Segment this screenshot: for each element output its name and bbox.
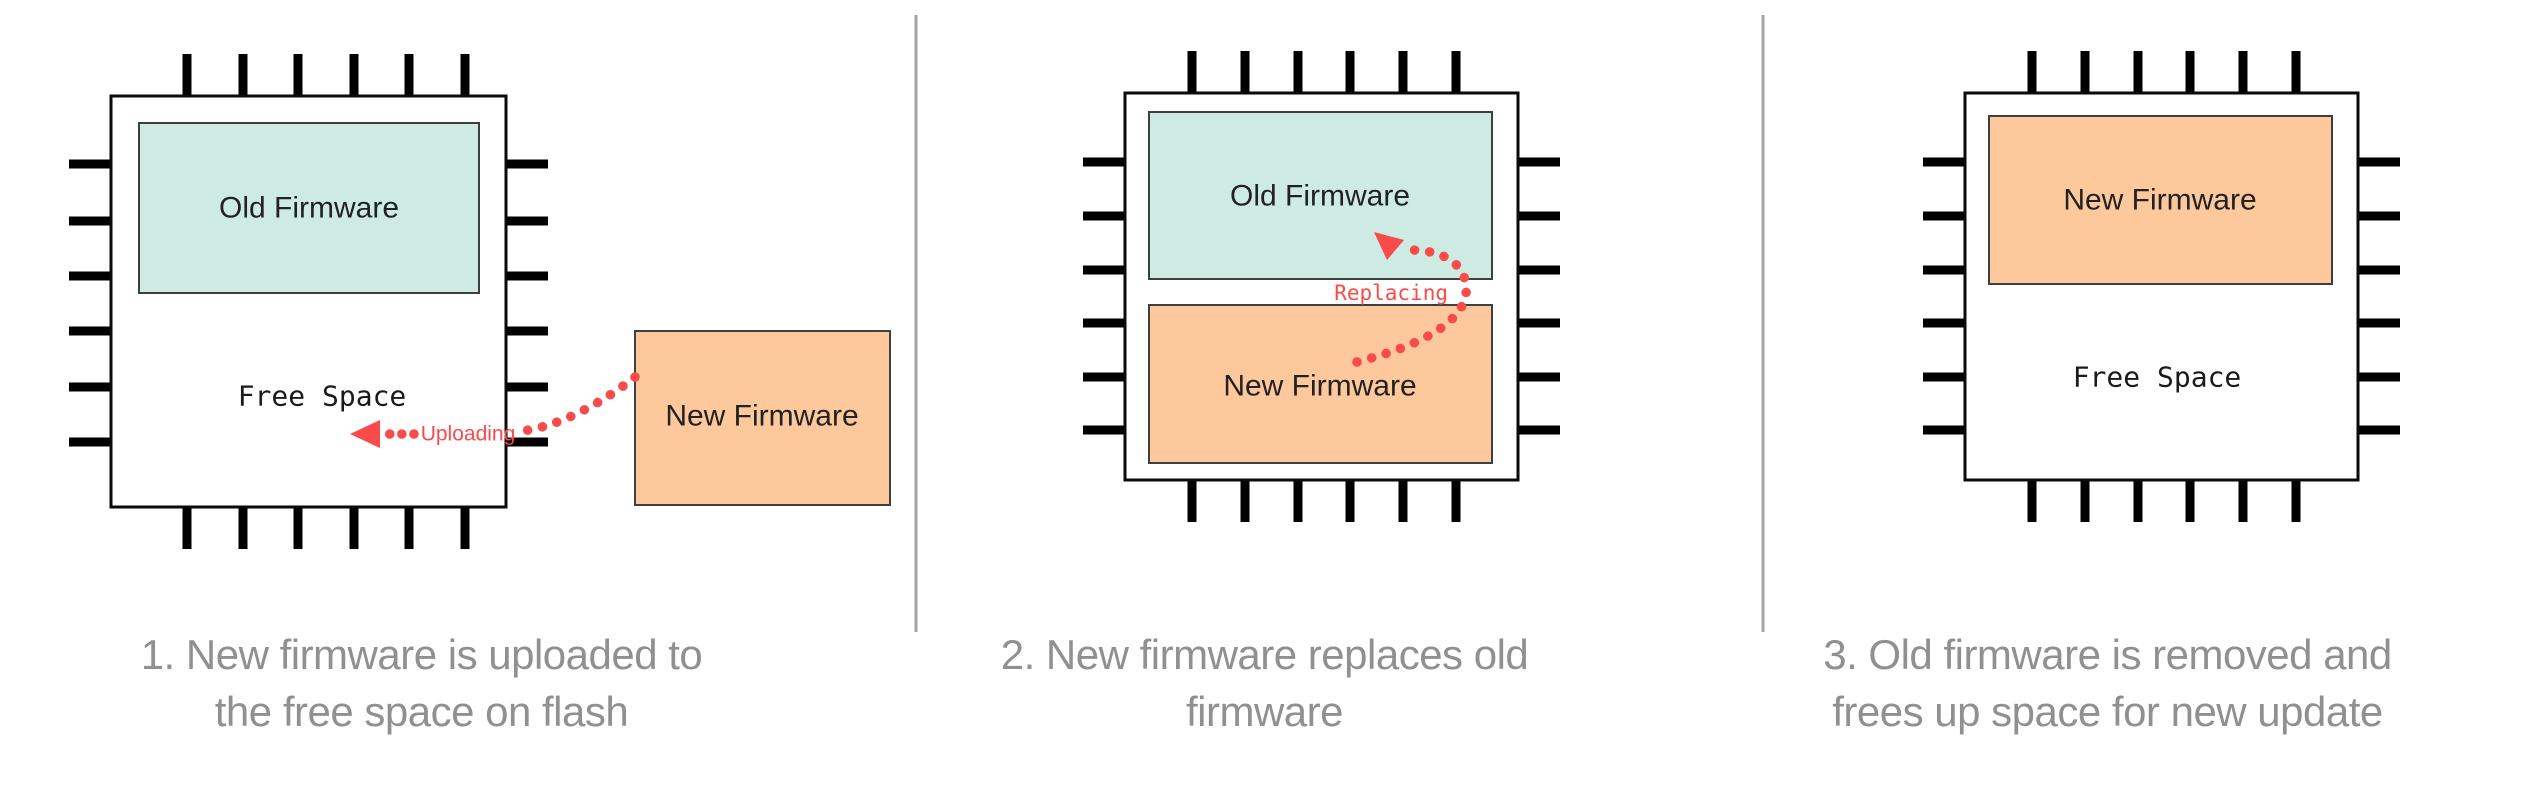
chip-3-new-firmware-block [1988, 115, 2333, 285]
caption-step-1-line-1: 1. New firmware is uploaded to [140, 631, 703, 678]
chip-1-old-firmware-label: Old Firmware [219, 192, 399, 225]
chip-3-free-space-label: Free Space [2073, 361, 2242, 394]
caption-step-3: 3. Old firmware is removed and frees up … [1686, 626, 2529, 740]
chip-2-new-firmware-label: New Firmware [1223, 370, 1416, 403]
chip-2-old-firmware-label: Old Firmware [1230, 180, 1410, 213]
chip-2-pins-left [1083, 157, 1125, 435]
caption-step-3-line-2: frees up space for new update [1832, 688, 2383, 735]
chip-2-pins-bottom [1187, 480, 1461, 522]
chip-2-old-firmware-block [1148, 111, 1493, 280]
caption-step-3-line-1: 3. Old firmware is removed and [1823, 631, 2392, 678]
chip-3-pins-bottom [2027, 480, 2301, 522]
chip-1-pins-right [506, 159, 548, 447]
caption-step-2-line-1: 2. New firmware replaces old [1000, 631, 1529, 678]
panel-2: Old Firmware New Firmware Replacing [1083, 51, 1560, 522]
caption-step-1-line-2: the free space on flash [214, 688, 629, 735]
chip-1-pins-top [182, 54, 470, 96]
chip-2-new-firmware-block [1148, 304, 1493, 464]
replacing-arrow-curve [1352, 245, 1471, 367]
chip-3-pins-right [2358, 157, 2400, 435]
chip-3-new-firmware-label: New Firmware [2063, 184, 2256, 217]
panel-1: Old Firmware Free Space New Firmware Upl… [69, 54, 891, 549]
chip-2-pins-right [1518, 157, 1560, 435]
external-new-firmware-box [634, 330, 891, 506]
uploading-label: Uploading [421, 423, 516, 446]
uploading-arrow-curve [517, 372, 640, 436]
chip-1-pins-left [69, 159, 111, 447]
chip-3-pins-top [2027, 51, 2301, 93]
caption-step-2-line-2: firmware [1185, 688, 1344, 735]
chip-1-old-firmware-block [138, 122, 480, 294]
caption-step-2: 2. New firmware replaces old firmware [843, 626, 1686, 740]
chip-1-free-space-label: Free Space [238, 380, 407, 413]
caption-step-1: 1. New firmware is uploaded to the free … [0, 626, 843, 740]
external-new-firmware-label: New Firmware [665, 400, 858, 433]
replacing-label: Replacing [1334, 281, 1448, 305]
panel-3: New Firmware Free Space [1923, 51, 2400, 522]
chip-3-pins-left [1923, 157, 1965, 435]
replacing-arrowhead-icon [1374, 232, 1404, 260]
uploading-arrowhead-icon [350, 420, 380, 448]
chip-1-pins-bottom [182, 507, 470, 549]
chip-2-pins-top [1187, 51, 1461, 93]
